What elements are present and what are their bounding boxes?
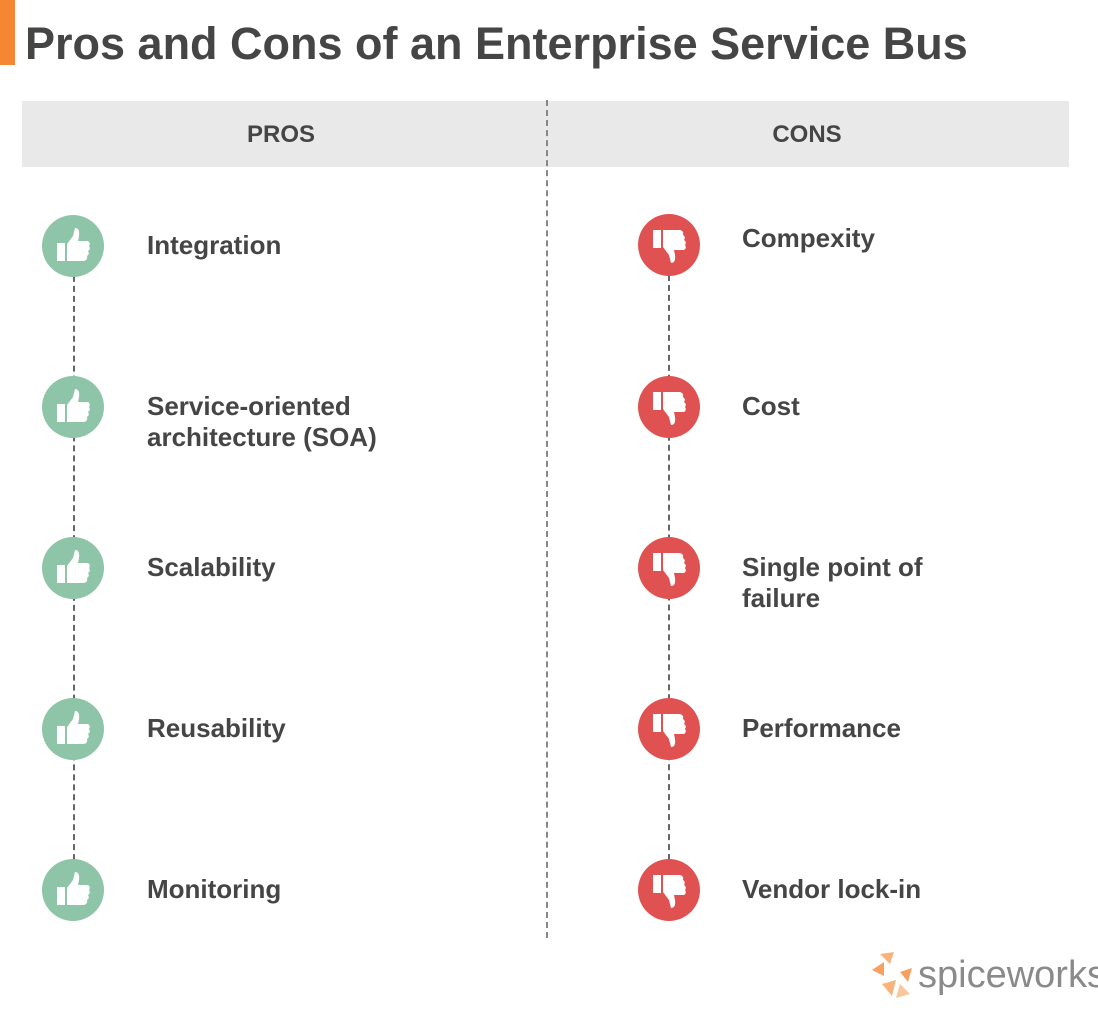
thumbs-up-icon (42, 537, 104, 599)
pro-label: Integration (147, 230, 282, 260)
thumbs-up-icon (42, 376, 104, 438)
thumbs-down-icon (638, 537, 700, 599)
spiceworks-logo: spiceworks (870, 950, 1098, 1000)
cons-header: CONS (772, 121, 842, 148)
spiceworks-logo-icon (872, 952, 912, 998)
logo-text: spiceworks (918, 953, 1098, 996)
pros-header: PROS (246, 121, 315, 148)
con-label: Compexity (742, 223, 875, 253)
thumbs-up-icon (42, 859, 104, 921)
pro-label: Monitoring (147, 874, 282, 904)
thumbs-down-icon (638, 698, 700, 760)
pro-label: Service-oriented architecture (SOA) (147, 391, 377, 452)
page-title: Pros and Cons of an Enterprise Service B… (25, 18, 968, 69)
pro-label: Reusability (147, 713, 286, 743)
con-label: Cost (742, 391, 800, 421)
con-label: Vendor lock-in (742, 874, 922, 904)
con-label: Performance (742, 713, 901, 743)
con-label: Single point of failure (742, 552, 923, 613)
thumbs-down-icon (638, 859, 700, 921)
pro-label: Scalability (147, 552, 276, 582)
accent-bar (0, 0, 15, 65)
header-band (22, 101, 1069, 167)
thumbs-up-icon (42, 698, 104, 760)
thumbs-down-icon (638, 376, 700, 438)
thumbs-down-icon (638, 214, 700, 276)
thumbs-up-icon (42, 215, 104, 277)
column-divider (546, 100, 548, 938)
